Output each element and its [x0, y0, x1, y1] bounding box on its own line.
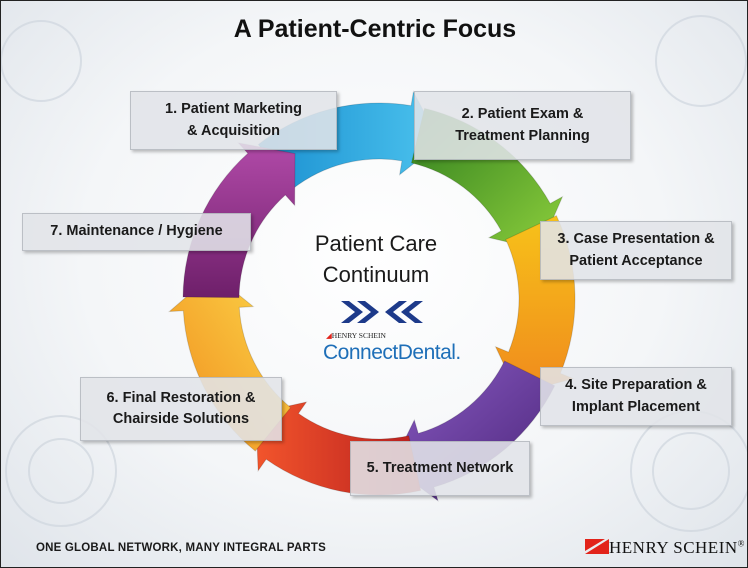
step-label-5: 5. Treatment Network: [350, 441, 530, 496]
slide-title: A Patient-Centric Focus: [233, 15, 517, 43]
henry-schein-logo: HENRY SCHEIN®: [585, 538, 745, 558]
footer-tagline: ONE GLOBAL NETWORK, MANY INTEGRAL PARTS: [36, 542, 326, 554]
step-label-4: 4. Site Preparation & Implant Placement: [540, 367, 732, 426]
connectdental-logo-icon: [341, 301, 423, 323]
step-label-6: 6. Final Restoration & Chairside Solutio…: [80, 377, 282, 441]
henry-schein-flag-icon: [585, 539, 609, 554]
step-label-3: 3. Case Presentation & Patient Acceptanc…: [540, 221, 732, 280]
brand-small-text: ◢HENRY SCHEIN: [326, 331, 386, 340]
gear-decoration: [1, 15, 747, 532]
step-label-1: 1. Patient Marketing & Acquisition: [130, 91, 337, 150]
center-title-line1: Patient Care: [314, 231, 438, 256]
connectdental-wordmark: ConnectDental.: [323, 341, 461, 364]
step-label-2: 2. Patient Exam & Treatment Planning: [414, 91, 631, 160]
step-label-7: 7. Maintenance / Hygiene: [22, 213, 251, 251]
center-title-line2: Continuum: [322, 262, 430, 287]
